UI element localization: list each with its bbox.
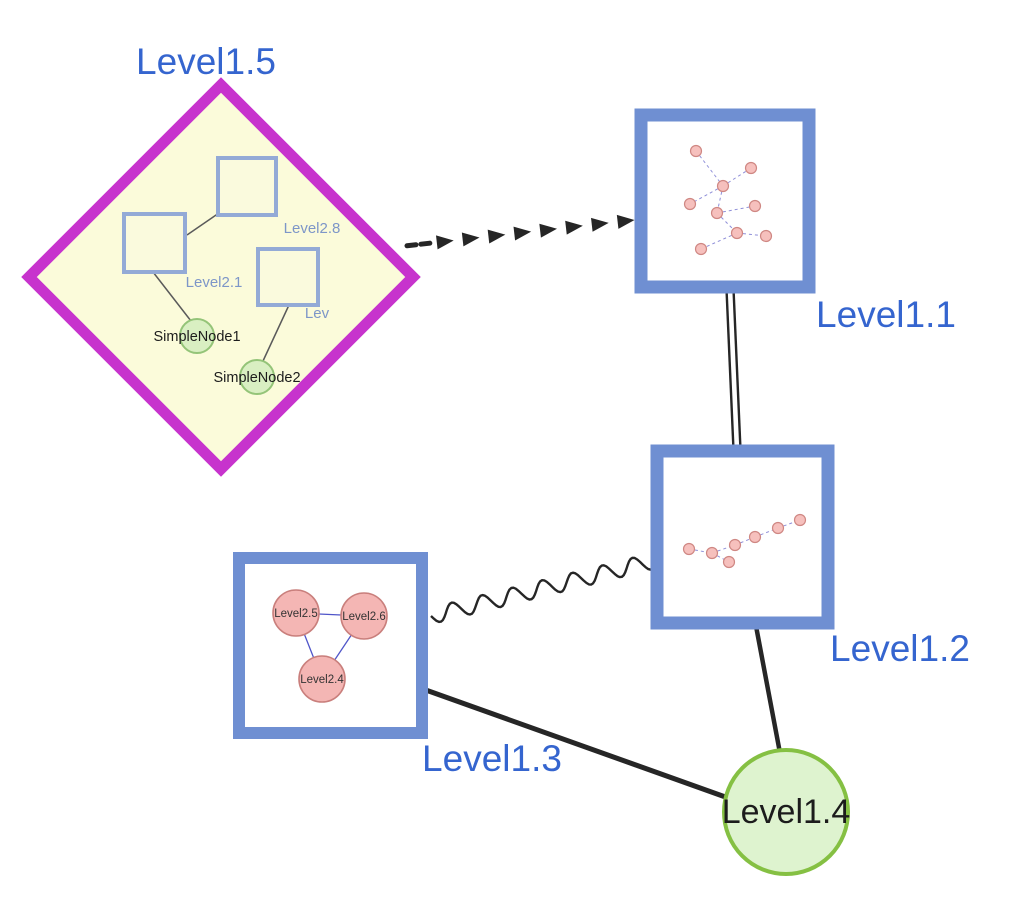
- level1-1-mini-edge-1[interactable]: [695, 150, 724, 187]
- edge-level13-level14[interactable]: [420, 686, 734, 802]
- chain-dash-1: [404, 242, 419, 249]
- chain-arrowhead-8: [616, 214, 635, 229]
- node-label-level1-2: Level1.2: [830, 628, 970, 669]
- chain-arrowhead-1: [436, 235, 454, 250]
- level1-1-mini-node-5[interactable]: [710, 206, 724, 220]
- level2-circle-node-3[interactable]: [298, 655, 346, 703]
- node-level1-4[interactable]: [722, 748, 850, 876]
- level1-5-inner-edge-3[interactable]: [262, 304, 290, 362]
- edge-level13-level12[interactable]: [430, 556, 659, 624]
- simple-node-2[interactable]: [239, 359, 275, 395]
- edge-level11-level12[interactable]: [725, 288, 742, 451]
- level1-1-mini-edge-3[interactable]: [689, 185, 724, 205]
- chain-arrowhead-7: [591, 217, 609, 232]
- chain-arrowhead-6: [565, 220, 583, 235]
- level1-1-mini-node-6[interactable]: [748, 199, 762, 213]
- level1-1-mini-edge-5[interactable]: [716, 205, 756, 214]
- chain-arrowhead-5: [539, 223, 558, 238]
- level1-5-diamond-shape[interactable]: [21, 77, 421, 477]
- level1-2-mini-node-7[interactable]: [722, 555, 736, 569]
- level1-5-inner-edge-2[interactable]: [152, 271, 192, 322]
- level1-1-box-shape[interactable]: [634, 108, 816, 294]
- node-label-level1-3: Level1.3: [422, 738, 562, 779]
- level2-square-label-3: Lev: [305, 305, 330, 322]
- chain-arrowhead-3: [487, 229, 506, 244]
- level1-1-mini-node-3[interactable]: [744, 161, 758, 175]
- simple-node-label-1: SimpleNode1: [153, 329, 240, 345]
- chain-arrowhead-2: [461, 232, 480, 247]
- chain-dash-2: [418, 240, 433, 247]
- double-line-1[interactable]: [725, 289, 735, 451]
- edge-level12-level14[interactable]: [753, 623, 783, 756]
- level1-1-mini-node-7[interactable]: [730, 226, 744, 240]
- node-label-level1-5: Level1.5: [136, 41, 276, 82]
- node-label-level1-4: Level1.4: [722, 793, 851, 831]
- level1-1-mini-node-1[interactable]: [689, 144, 703, 158]
- level2-circle-label-2: Level2.6: [342, 611, 385, 623]
- level1-2-mini-node-6[interactable]: [793, 513, 807, 527]
- level1-2-mini-node-4[interactable]: [748, 530, 762, 544]
- level1-1-mini-edge-7[interactable]: [700, 232, 738, 250]
- level1-2-mini-node-5[interactable]: [771, 521, 785, 535]
- level1-1-mini-node-9[interactable]: [759, 229, 773, 243]
- level1-2-mini-node-2[interactable]: [705, 546, 719, 560]
- level2-square-node-3[interactable]: [256, 247, 320, 307]
- chain-arrowhead-4: [513, 226, 532, 241]
- level1-1-mini-node-8[interactable]: [694, 242, 708, 256]
- level2-circle-label-3: Level2.4: [300, 674, 344, 686]
- level2-square-label-2: Level2.1: [186, 274, 243, 291]
- level2-circle-label-1: Level2.5: [274, 608, 317, 620]
- level1-1-mini-edge-6[interactable]: [716, 212, 738, 234]
- level1-1-mini-edge-4[interactable]: [716, 185, 724, 214]
- level1-2-mini-node-3[interactable]: [728, 538, 742, 552]
- level1-5-inner-edge-1[interactable]: [186, 212, 220, 236]
- level1-1-mini-node-2[interactable]: [716, 179, 730, 193]
- level2-circle-node-2[interactable]: [340, 592, 388, 640]
- level2-circle-node-1[interactable]: [272, 589, 320, 637]
- node-level1-2[interactable]: [650, 444, 835, 630]
- double-line-2[interactable]: [732, 288, 742, 450]
- node-level1-1[interactable]: [634, 108, 816, 294]
- simple-node-label-2: SimpleNode2: [213, 370, 300, 386]
- simple-node-1[interactable]: [179, 318, 215, 354]
- level1-2-box-shape[interactable]: [650, 444, 835, 630]
- level1-4-circle-shape[interactable]: [722, 748, 850, 876]
- level2-square-node-1[interactable]: [216, 156, 278, 217]
- node-level1-3[interactable]: [233, 552, 428, 739]
- level1-1-mini-node-4[interactable]: [683, 197, 697, 211]
- level1-3-box-shape[interactable]: [233, 552, 428, 739]
- edge-level15-level11[interactable]: [404, 214, 635, 250]
- node-label-level1-1: Level1.1: [816, 294, 956, 335]
- level2-square-label-1: Level2.8: [284, 220, 341, 237]
- level2-square-node-2[interactable]: [122, 212, 187, 274]
- node-level1-5[interactable]: [21, 77, 421, 477]
- level1-2-mini-node-1[interactable]: [682, 542, 696, 556]
